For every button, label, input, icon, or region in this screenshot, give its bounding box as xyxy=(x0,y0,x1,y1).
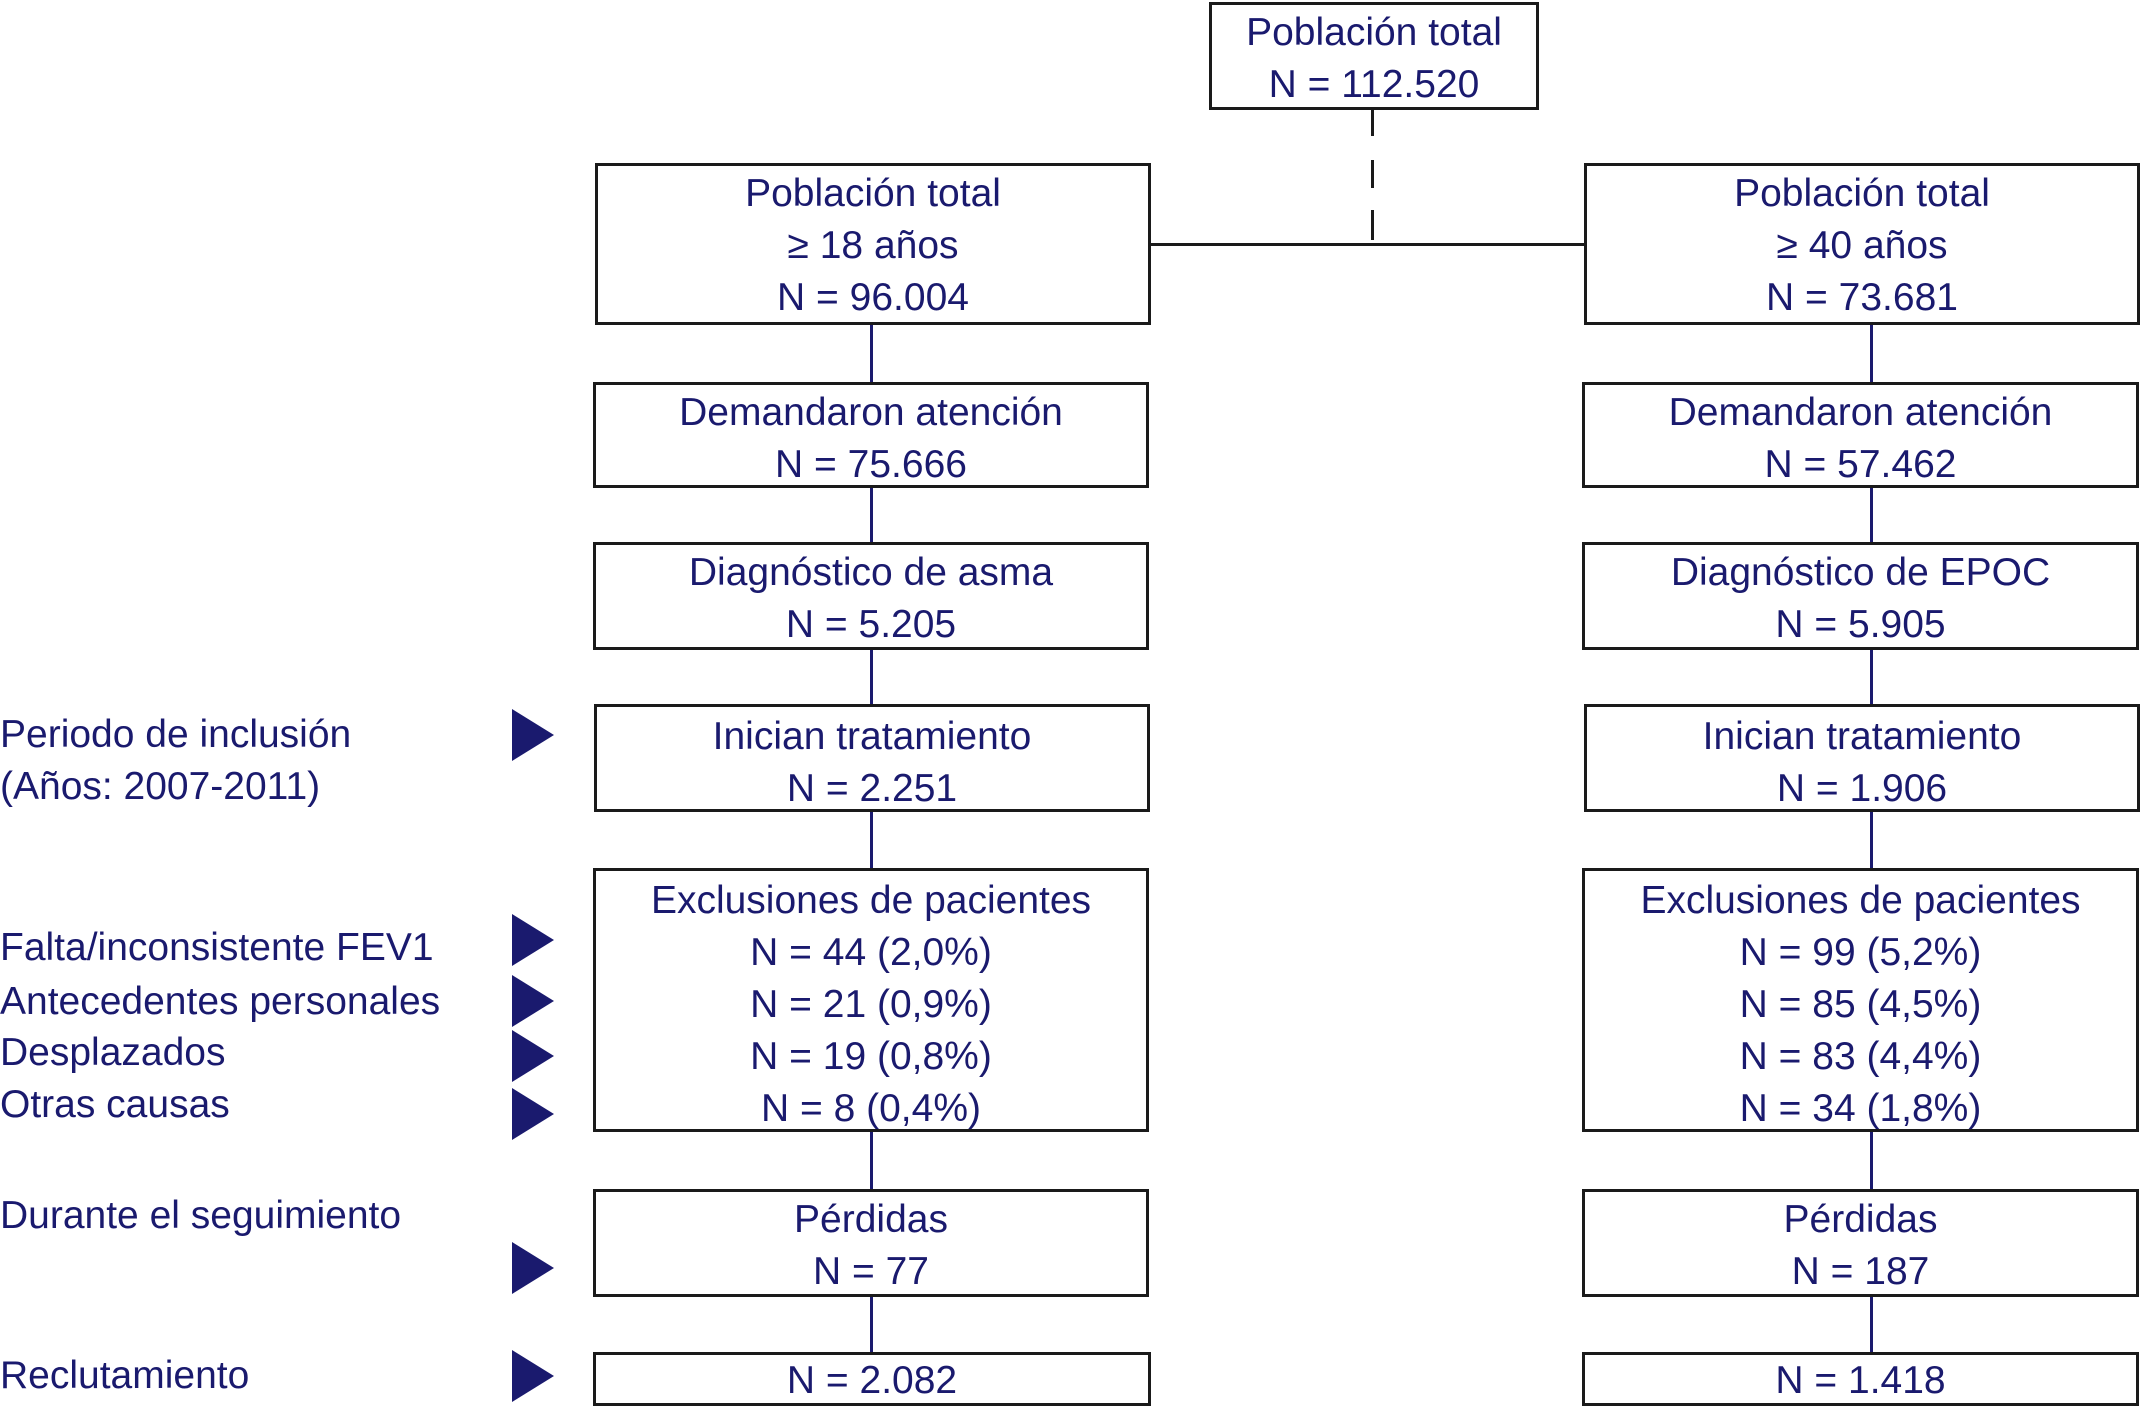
asthma-demand-box: Demandaron atención N = 75.666 xyxy=(593,382,1149,488)
branch-connector xyxy=(1148,243,1585,246)
box-line: Exclusiones de pacientes xyxy=(1640,879,2081,922)
connector-left xyxy=(870,810,873,868)
connector-right xyxy=(1870,810,1873,868)
box-line: Pérdidas xyxy=(794,1198,948,1241)
arrow-right-icon xyxy=(512,709,554,761)
asthma-diagnosis-box: Diagnóstico de asma N = 5.205 xyxy=(593,542,1149,650)
box-title: Población total xyxy=(1246,11,1502,54)
box-line: Población total xyxy=(745,172,1001,215)
box-count: N = 112.520 xyxy=(1268,63,1480,106)
arrow-right-icon xyxy=(512,1088,554,1140)
copd-diagnosis-box: Diagnóstico de EPOC N = 5.905 xyxy=(1582,542,2139,650)
box-line: Exclusiones de pacientes xyxy=(650,879,1092,922)
box-line: Inician tratamiento xyxy=(712,715,1032,758)
total-population-box: Población total N = 112.520 xyxy=(1209,2,1539,110)
box-count: N = 5.205 xyxy=(785,603,957,646)
asthma-losses-box: Pérdidas N = 77 xyxy=(593,1189,1149,1297)
box-count: N = 77 xyxy=(813,1250,929,1293)
exclusion-count: N = 44 (2,0%) xyxy=(750,931,992,974)
box-count: N = 5.905 xyxy=(1775,603,1946,646)
box-line: Pérdidas xyxy=(1783,1198,1938,1241)
box-count: N = 2.082 xyxy=(786,1359,958,1402)
copd-population-box: Población total ≥ 40 años N = 73.681 xyxy=(1584,163,2140,325)
dashed-connector-segment xyxy=(1371,160,1374,188)
box-line: Población total xyxy=(1734,172,1990,215)
asthma-population-box: Población total ≥ 18 años N = 96.004 xyxy=(595,163,1151,325)
box-line: Inician tratamiento xyxy=(1702,715,2022,758)
arrow-right-icon xyxy=(512,914,554,966)
box-line: ≥ 18 años xyxy=(787,224,959,267)
dashed-connector-segment xyxy=(1371,210,1374,240)
side-label-line: (Años: 2007-2011) xyxy=(0,765,321,808)
desplazados-label: Desplazados xyxy=(0,1031,226,1074)
connector-right xyxy=(1870,485,1873,542)
box-line: Demandaron atención xyxy=(1668,391,2053,434)
exclusion-count: N = 19 (0,8%) xyxy=(750,1035,992,1078)
exclusion-count: N = 85 (4,5%) xyxy=(1739,983,1982,1026)
connector-right xyxy=(1870,1132,1873,1189)
fev1-label: Falta/inconsistente FEV1 xyxy=(0,926,434,969)
exclusion-count: N = 8 (0,4%) xyxy=(760,1087,981,1130)
asthma-exclusions-box: Exclusiones de pacientes N = 44 (2,0%) N… xyxy=(593,868,1149,1132)
box-line: ≥ 40 años xyxy=(1776,224,1948,267)
box-line: Diagnóstico de EPOC xyxy=(1670,551,2051,594)
exclusion-count: N = 83 (4,4%) xyxy=(1739,1035,1982,1078)
arrow-right-icon xyxy=(512,975,554,1027)
box-line: Diagnóstico de asma xyxy=(688,551,1054,594)
connector-left xyxy=(870,1132,873,1189)
box-count: N = 2.251 xyxy=(786,767,958,810)
copd-exclusions-box: Exclusiones de pacientes N = 99 (5,2%) N… xyxy=(1582,868,2139,1132)
connector-left xyxy=(870,647,873,704)
connector-right xyxy=(1870,325,1873,382)
inclusion-period-label: Periodo de inclusión (Años: 2007-2011) xyxy=(0,709,351,813)
copd-demand-box: Demandaron atención N = 57.462 xyxy=(1582,382,2139,488)
box-count: N = 57.462 xyxy=(1764,443,1957,486)
box-line: Demandaron atención xyxy=(679,391,1063,434)
connector-left xyxy=(870,485,873,542)
reclutamiento-label: Reclutamiento xyxy=(0,1354,250,1397)
exclusion-count: N = 34 (1,8%) xyxy=(1739,1087,1982,1130)
box-count: N = 1.418 xyxy=(1775,1359,1946,1402)
arrow-right-icon xyxy=(512,1030,554,1082)
connector-left xyxy=(870,325,873,382)
arrow-right-icon xyxy=(512,1242,554,1294)
box-count: N = 75.666 xyxy=(775,443,967,486)
box-count: N = 96.004 xyxy=(777,276,969,319)
asthma-treatment-box: Inician tratamiento N = 2.251 xyxy=(594,704,1150,812)
side-label-line: Periodo de inclusión xyxy=(0,713,352,756)
copd-losses-box: Pérdidas N = 187 xyxy=(1582,1189,2139,1297)
box-count: N = 73.681 xyxy=(1766,276,1958,319)
connector-right xyxy=(1870,647,1873,704)
connector-left xyxy=(870,1296,873,1352)
otras-causas-label: Otras causas xyxy=(0,1083,230,1126)
connector-right xyxy=(1870,1296,1873,1352)
exclusion-count: N = 21 (0,9%) xyxy=(750,983,992,1026)
box-count: N = 1.906 xyxy=(1776,767,1948,810)
copd-treatment-box: Inician tratamiento N = 1.906 xyxy=(1584,704,2140,812)
antecedentes-label: Antecedentes personales xyxy=(0,980,441,1023)
box-count: N = 187 xyxy=(1791,1250,1930,1293)
copd-recruitment-box: N = 1.418 xyxy=(1582,1352,2139,1406)
arrow-right-icon xyxy=(512,1350,554,1402)
dashed-connector-segment xyxy=(1371,110,1374,136)
exclusion-count: N = 99 (5,2%) xyxy=(1739,931,1982,974)
asthma-recruitment-box: N = 2.082 xyxy=(593,1352,1151,1406)
seguimiento-label: Durante el seguimiento xyxy=(0,1194,402,1237)
